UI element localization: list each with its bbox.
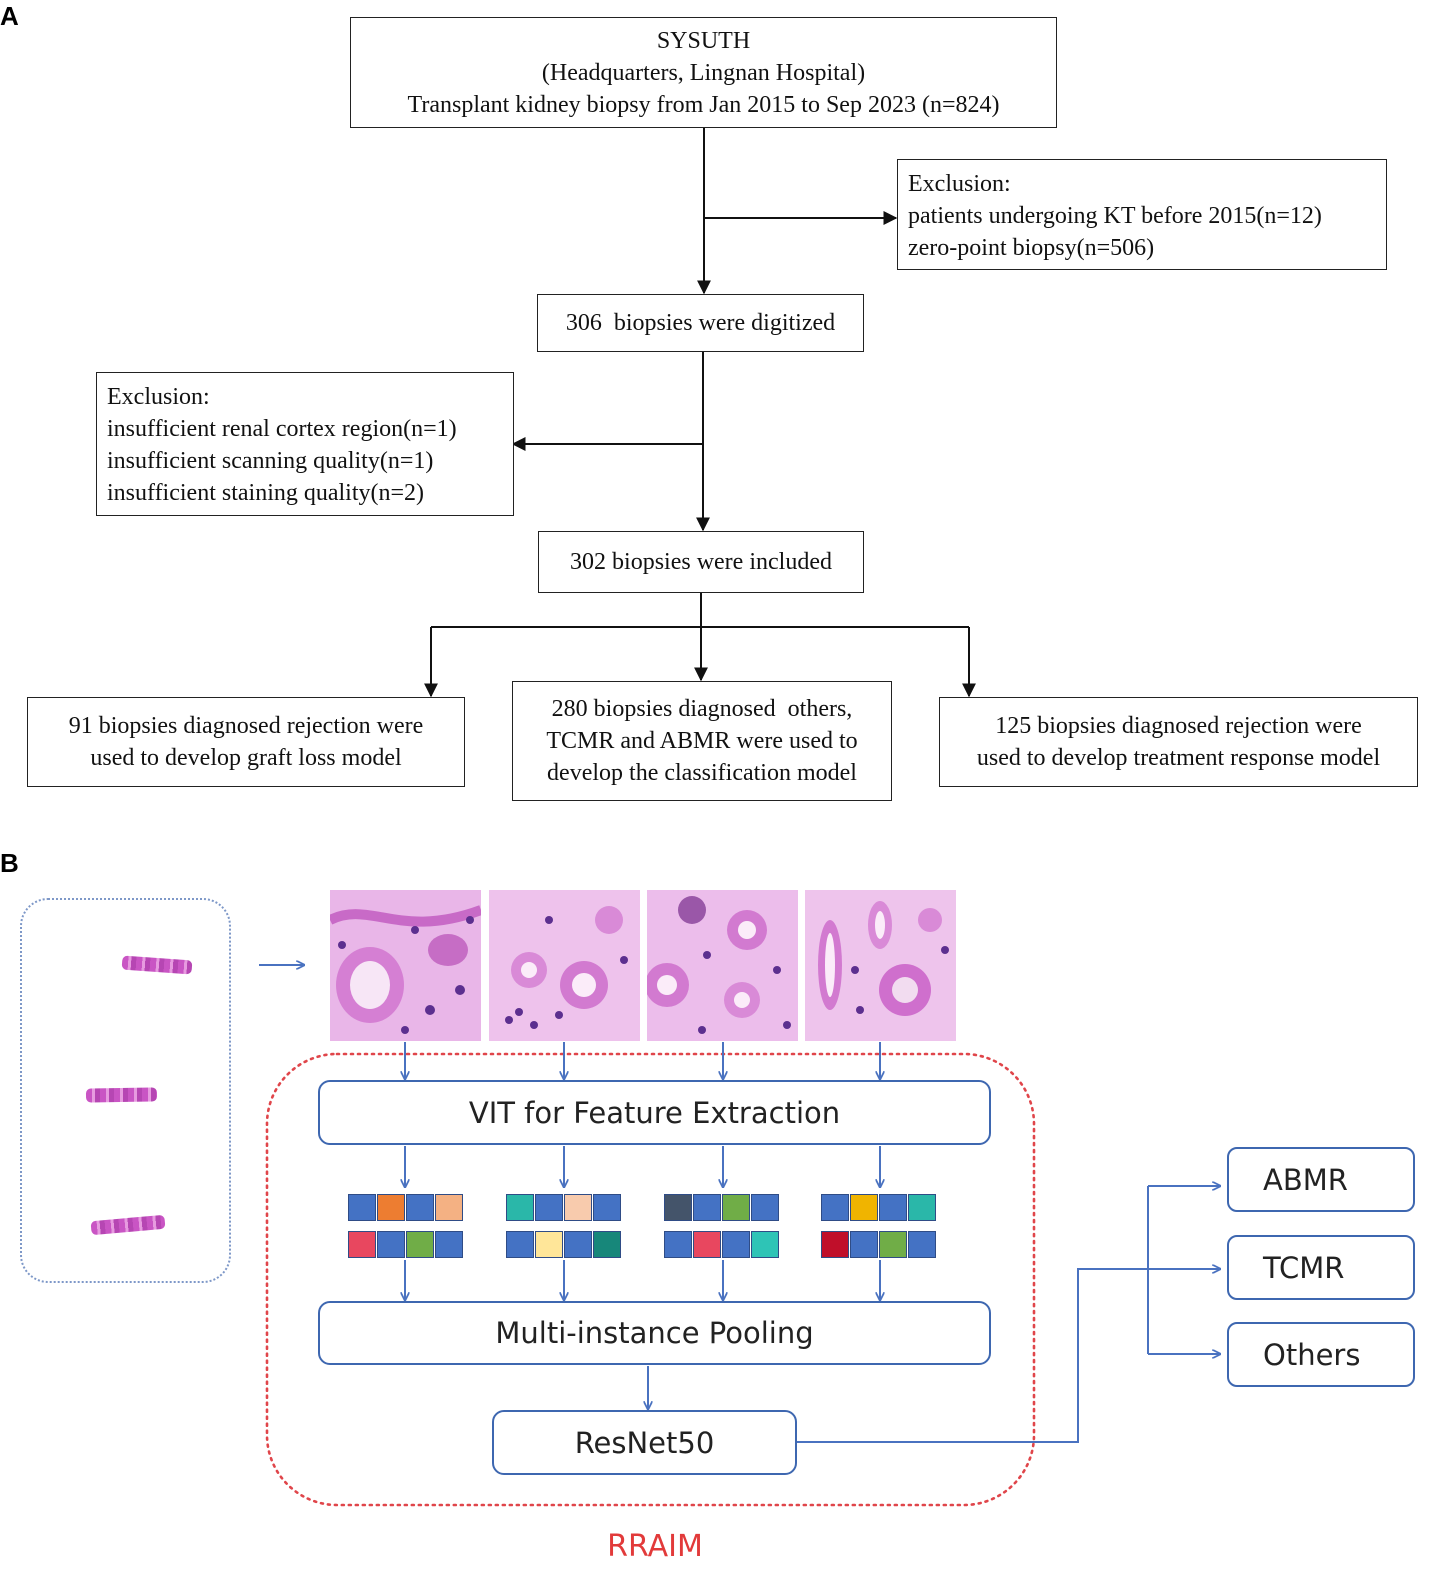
- histology-patch-2: [489, 890, 640, 1041]
- treatment-response-line-2: used to develop treatment response model: [976, 745, 1381, 771]
- feature-group-1: [348, 1194, 463, 1258]
- classification-line-1: 280 biopsies diagnosed others,: [551, 696, 853, 722]
- tissue-strip-2: [85, 1087, 158, 1103]
- histology-patch-3: [647, 890, 798, 1041]
- feature-cell: [506, 1194, 534, 1221]
- included-text: 302 biopsies were included: [570, 549, 832, 575]
- feature-cell: [535, 1231, 563, 1258]
- feature-cell: [850, 1194, 878, 1221]
- feature-cell: [506, 1231, 534, 1258]
- exclusion-2-item-1: insufficient renal cortex region(n=1): [107, 416, 457, 442]
- feature-cell: [593, 1194, 621, 1221]
- exclusion-1-item-1: patients undergoing KT before 2015(n=12): [908, 203, 1322, 229]
- vit-feature-extraction-box: VIT for Feature Extraction: [318, 1080, 991, 1145]
- feature-cell: [821, 1231, 849, 1258]
- rraim-framework-boundary: [265, 1052, 1036, 1507]
- feature-cell: [535, 1194, 563, 1221]
- feature-cell: [406, 1194, 434, 1221]
- exclusion-box-1: Exclusion: patients undergoing KT before…: [897, 159, 1387, 270]
- source-line-3: Transplant kidney biopsy from Jan 2015 t…: [407, 91, 1000, 118]
- resnet50-box: ResNet50: [492, 1410, 797, 1475]
- output-others-box: Others: [1227, 1322, 1415, 1387]
- feature-cell: [722, 1194, 750, 1221]
- feature-cell: [664, 1231, 692, 1258]
- source-line-1: SYSUTH: [656, 27, 751, 54]
- graft-loss-line-1: 91 biopsies diagnosed rejection were: [68, 713, 424, 739]
- feature-cell: [435, 1231, 463, 1258]
- classification-line-3: develop the classification model: [547, 760, 857, 786]
- panel-a-label: A: [0, 1, 19, 31]
- digitized-text: 306 biopsies were digitized: [565, 310, 836, 336]
- feature-group-3: [664, 1194, 779, 1258]
- panel-b-label: B: [0, 848, 19, 878]
- feature-cell: [664, 1194, 692, 1221]
- exclusion-1-item-2: zero-point biopsy(n=506): [908, 235, 1155, 261]
- connector-resnet-to-outputs: [797, 1268, 1148, 1443]
- feature-cell: [348, 1194, 376, 1221]
- feature-cell: [879, 1231, 907, 1258]
- exclusion-box-2: Exclusion: insufficient renal cortex reg…: [96, 372, 514, 516]
- feature-group-4: [821, 1194, 936, 1258]
- feature-cell: [564, 1231, 592, 1258]
- feature-cell: [564, 1194, 592, 1221]
- digitized-box: 306 biopsies were digitized: [537, 294, 864, 352]
- feature-cell: [377, 1231, 405, 1258]
- rraim-framework-label: RRAIM: [607, 1529, 703, 1564]
- feature-cell: [821, 1194, 849, 1221]
- feature-cell: [693, 1194, 721, 1221]
- exclusion-2-item-2: insufficient scanning quality(n=1): [107, 448, 434, 474]
- graft-loss-box: 91 biopsies diagnosed rejection were use…: [27, 697, 465, 787]
- histology-patch-1: [330, 890, 481, 1041]
- included-box: 302 biopsies were included: [538, 531, 864, 593]
- feature-cell: [908, 1194, 936, 1221]
- feature-cell: [435, 1194, 463, 1221]
- feature-group-2: [506, 1194, 621, 1258]
- feature-cell: [751, 1194, 779, 1221]
- classification-box: 280 biopsies diagnosed others, TCMR and …: [512, 681, 892, 801]
- feature-cell: [908, 1231, 936, 1258]
- source-line-2: (Headquarters, Lingnan Hospital): [541, 59, 866, 86]
- feature-cell: [377, 1194, 405, 1221]
- feature-cell: [406, 1231, 434, 1258]
- classification-line-2: TCMR and ABMR were used to: [546, 728, 858, 754]
- feature-cell: [693, 1231, 721, 1258]
- source-cohort-box: SYSUTH (Headquarters, Lingnan Hospital) …: [350, 17, 1057, 128]
- feature-cell: [348, 1231, 376, 1258]
- treatment-response-line-1: 125 biopsies diagnosed rejection were: [995, 713, 1362, 739]
- exclusion-2-item-3: insufficient staining quality(n=2): [107, 480, 425, 506]
- whole-slide-image-frame: [20, 898, 231, 1283]
- exclusion-2-heading: Exclusion:: [107, 384, 210, 410]
- output-abmr-box: ABMR: [1227, 1147, 1415, 1212]
- feature-cell: [593, 1231, 621, 1258]
- feature-cell: [722, 1231, 750, 1258]
- feature-cell: [850, 1231, 878, 1258]
- exclusion-1-heading: Exclusion:: [908, 171, 1011, 197]
- output-tcmr-box: TCMR: [1227, 1235, 1415, 1300]
- feature-cell: [879, 1194, 907, 1221]
- histology-patch-4: [805, 890, 956, 1041]
- graft-loss-line-2: used to develop graft loss model: [90, 745, 402, 771]
- treatment-response-box: 125 biopsies diagnosed rejection were us…: [939, 697, 1418, 787]
- multi-instance-pooling-box: Multi-instance Pooling: [318, 1301, 991, 1365]
- feature-cell: [751, 1231, 779, 1258]
